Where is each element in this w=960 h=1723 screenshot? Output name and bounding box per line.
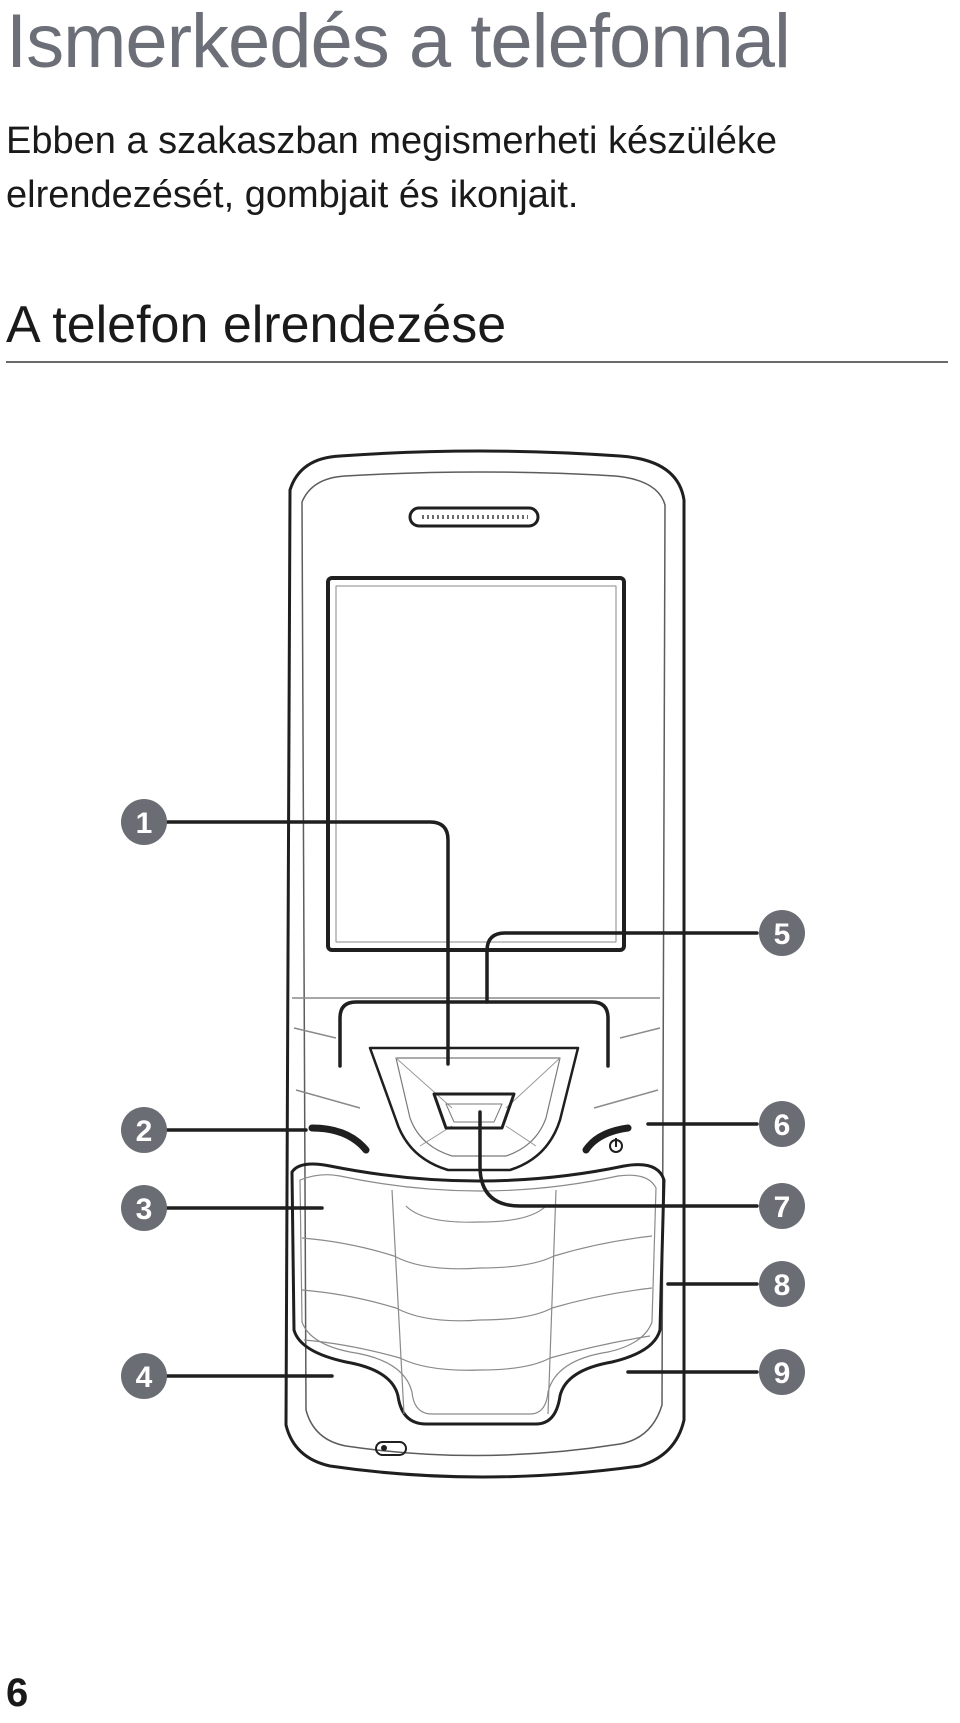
- callout-label-6: 6: [774, 1109, 791, 1142]
- callout-label-7: 7: [774, 1191, 791, 1224]
- nav-key-outline: [368, 1046, 580, 1172]
- section-divider: [6, 361, 948, 363]
- callout-5: 5: [759, 910, 805, 956]
- keypad-outline: [290, 1162, 666, 1426]
- section-title: A telefon elrendezése: [6, 296, 507, 354]
- end-power-key: [582, 1124, 632, 1154]
- page-number: 6: [6, 1671, 29, 1715]
- confirm-key: [432, 1092, 516, 1130]
- callout-label-4: 4: [136, 1361, 153, 1394]
- callout-leaders: [160, 820, 759, 1378]
- callout-8: 8: [759, 1261, 805, 1307]
- callout-label-8: 8: [774, 1269, 791, 1302]
- display-screen: [326, 576, 626, 952]
- callout-1: 1: [121, 799, 167, 845]
- leader-5: [485, 931, 759, 1004]
- callout-9: 9: [759, 1349, 805, 1395]
- intro-line-1: Ebben a szakaszban megismerheti készülék…: [6, 120, 777, 162]
- leader-7: [478, 1110, 759, 1208]
- callout-7: 7: [759, 1183, 805, 1229]
- callout-label-9: 9: [774, 1357, 791, 1390]
- callout-6: 6: [759, 1101, 805, 1147]
- callout-label-2: 2: [136, 1115, 153, 1148]
- leader-1: [160, 820, 450, 1066]
- microphone: [375, 1441, 407, 1456]
- call-key: [308, 1124, 370, 1154]
- callout-label-5: 5: [774, 918, 791, 951]
- chapter-title: Ismerkedés a telefonnal: [6, 0, 791, 84]
- callout-3: 3: [121, 1185, 167, 1231]
- callout-2: 2: [121, 1107, 167, 1153]
- speaker-grille: [408, 506, 540, 528]
- leader-5-bracket: [338, 1000, 610, 1068]
- callout-label-1: 1: [136, 807, 153, 840]
- callout-4: 4: [121, 1353, 167, 1399]
- phone-body: [284, 449, 686, 1479]
- intro-text: Ebben a szakaszban megismerheti készülék…: [6, 114, 777, 222]
- intro-line-2: elrendezését, gombjait és ikonjait.: [6, 174, 579, 216]
- callout-label-3: 3: [136, 1193, 153, 1226]
